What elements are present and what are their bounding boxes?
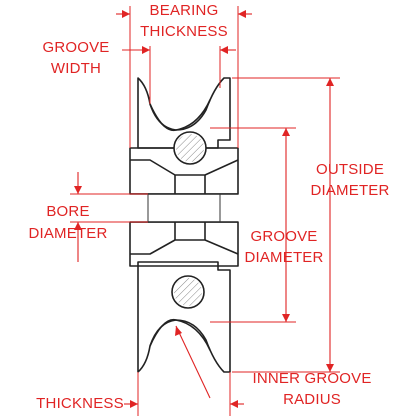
groove-width-dimension bbox=[122, 46, 236, 104]
outside-diameter-label-line2: DIAMETER bbox=[310, 182, 389, 199]
lower-bearing-ball bbox=[171, 275, 205, 309]
thickness-dimension bbox=[124, 372, 244, 416]
upper-bearing-ball bbox=[173, 131, 207, 165]
inner-groove-radius-label-line1: INNER GROOVE bbox=[252, 370, 371, 387]
bore-diameter-dimension bbox=[70, 172, 148, 262]
outside-diameter-label-line1: OUTSIDE bbox=[316, 161, 384, 178]
bore-diameter-label-line2: DIAMETER bbox=[28, 225, 107, 242]
bore bbox=[130, 193, 238, 223]
outside-diameter-dimension bbox=[232, 77, 340, 373]
groove-diameter-label-line1: GROOVE bbox=[250, 228, 317, 245]
inner-groove-radius-leader bbox=[175, 325, 211, 399]
lower-hub bbox=[129, 221, 239, 267]
groove-width-label-line2: WIDTH bbox=[51, 60, 101, 77]
bearing-thickness-label-line1: BEARING bbox=[150, 2, 219, 19]
groove-diameter-dimension bbox=[210, 127, 296, 323]
annotation-labels: BEARING THICKNESS GROOVE WIDTH OUTSIDE D… bbox=[28, 2, 389, 412]
groove-diameter-label-line2: DIAMETER bbox=[244, 249, 323, 266]
upper-wheel-section bbox=[137, 77, 231, 149]
thickness-label: THICKNESS bbox=[36, 395, 124, 412]
bearing-thickness-dimension bbox=[116, 6, 252, 148]
inner-groove-radius-label-line2: RADIUS bbox=[283, 391, 341, 408]
bore-diameter-label-line1: BORE bbox=[46, 203, 89, 220]
groove-width-label-line1: GROOVE bbox=[42, 39, 109, 56]
lower-wheel-section bbox=[137, 261, 231, 373]
bearing-thickness-label-line2: THICKNESS bbox=[140, 23, 228, 40]
